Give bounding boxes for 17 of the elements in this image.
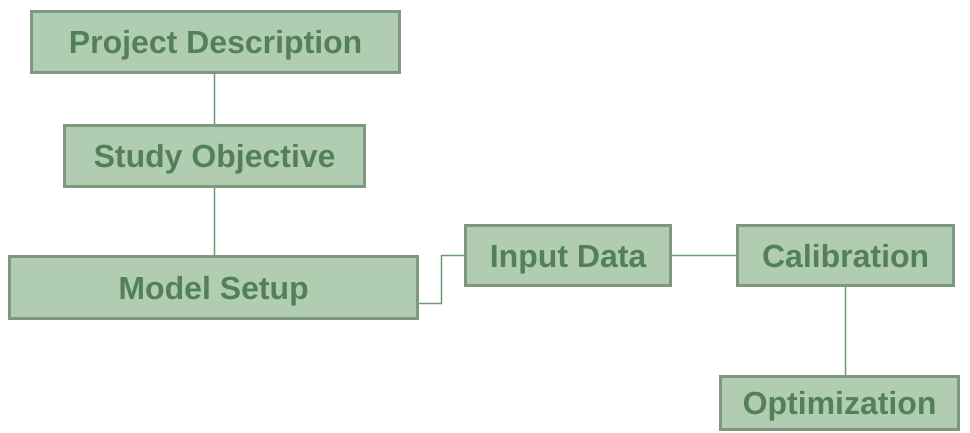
box-label: Calibration <box>762 236 930 276</box>
connector-line <box>214 74 216 124</box>
process-box <box>464 224 672 287</box>
process-box <box>8 255 419 320</box>
box-label: Study Objective <box>94 137 336 176</box>
connector-line <box>419 254 464 304</box>
connector-line <box>214 188 216 255</box>
process-box <box>30 10 401 74</box>
box-label: Input Data <box>490 236 646 276</box>
connector-line <box>844 287 846 375</box>
box-label: Model Setup <box>118 268 309 308</box>
connector-line <box>672 254 736 256</box>
box-label: Project Description <box>68 23 362 62</box>
process-box <box>736 224 955 287</box>
box-label: Optimization <box>742 384 936 423</box>
process-box <box>63 124 366 188</box>
process-box <box>719 375 960 431</box>
